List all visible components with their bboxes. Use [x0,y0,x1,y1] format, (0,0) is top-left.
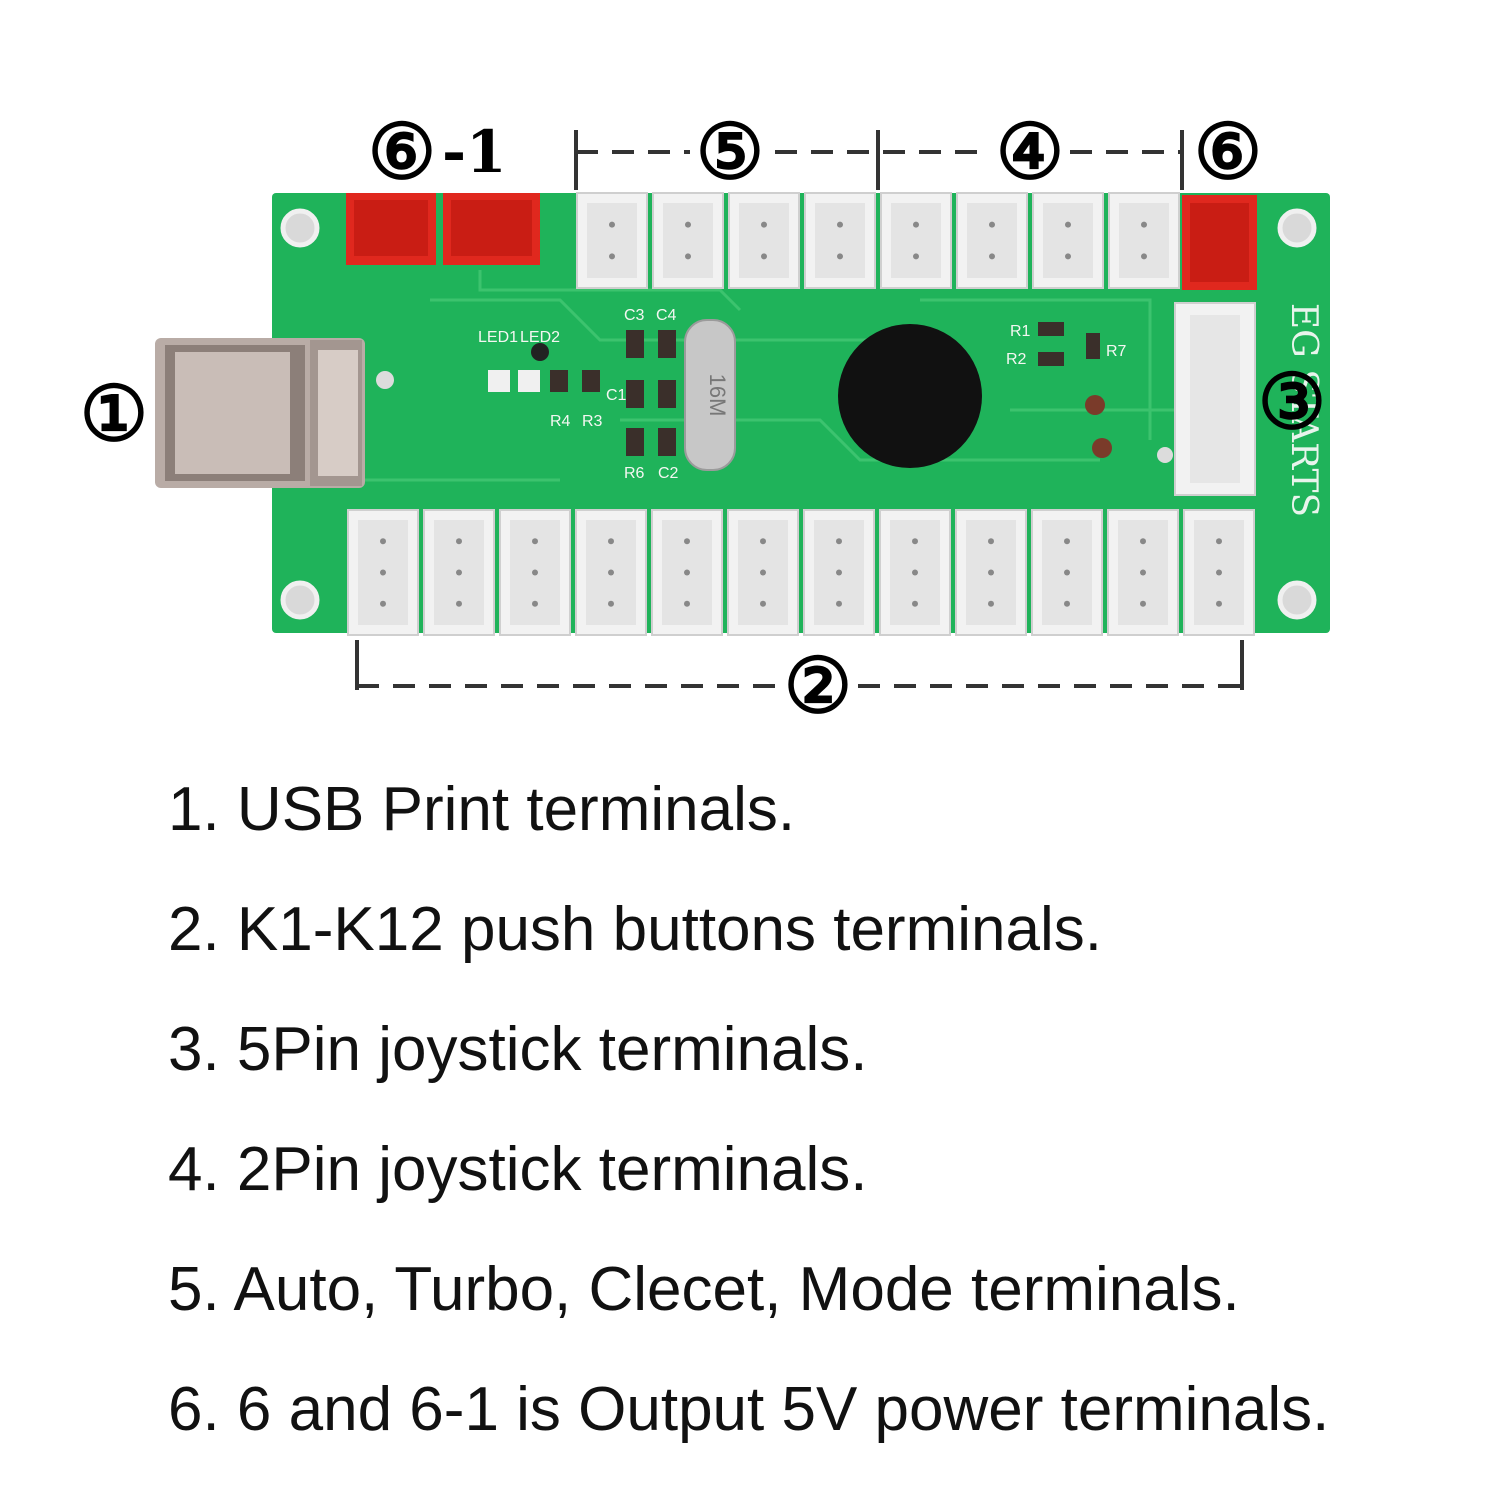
bottom-connector-2 [423,509,495,636]
mounting-holes [280,208,1317,620]
silk-c4: C4 [656,307,677,324]
legend-item-3: 3. 5Pin joystick terminals. [168,1015,868,1084]
callout-5: ⑤ [696,107,764,196]
silk-r6: R6 [624,465,645,482]
top-connector-8 [1108,192,1180,289]
top-connector-2 [652,192,724,289]
bracket-2 [355,640,1244,690]
silk-led2: LED2 [520,329,560,346]
silk-led1: LED1 [478,329,518,346]
crystal-oscillator: 16M [684,319,736,471]
legend-item-4: 4. 2Pin joystick terminals. [168,1135,868,1204]
bottom-connector-7 [803,509,875,636]
legend-item-6: 6. 6 and 6-1 is Output 5V power terminal… [168,1375,1330,1444]
bottom-connector-9 [955,509,1027,636]
bottom-connector-8 [879,509,951,636]
bottom-connector-3 [499,509,571,636]
silk-c1: C1 [606,387,627,404]
callout-1: ① [80,369,148,458]
silk-c3: C3 [624,307,645,324]
chip-blob [838,324,982,468]
top-connector-7 [1032,192,1104,289]
top-connector-6 [956,192,1028,289]
bracket-5-4 [574,130,1184,190]
callout-2: ② [784,641,852,730]
bottom-connector-5 [651,509,723,636]
bottom-connector-1 [347,509,419,636]
red-connector-6 [1182,195,1257,290]
silk-r1: R1 [1010,323,1031,340]
bottom-connector-11 [1107,509,1179,636]
bottom-connector-4 [575,509,647,636]
silk-r3: R3 [582,413,603,430]
smd-components [488,322,1112,458]
bottom-connector-6 [727,509,799,636]
legend-item-2: 2. K1-K12 push buttons terminals. [168,895,1102,964]
bottom-connector-12 [1183,509,1255,636]
top-connector-5 [880,192,952,289]
silk-r7: R7 [1106,343,1127,360]
callout-6-1-suffix: -1 [442,118,506,186]
callout-6: ⑥ [1194,107,1262,196]
crystal-label: 16M [705,374,730,417]
top-connector-1 [576,192,648,289]
callout-4: ④ [996,107,1064,196]
callout-3: ③ [1258,357,1326,446]
legend-list: 1. USB Print terminals. 2. K1-K12 push b… [168,760,1329,1480]
controller-board-diagram: 16M LED1 LED2 R4 R3 C3 C4 C1 R6 C2 R1 R2… [80,107,1330,730]
silk-brand: EG STARTS [1283,303,1324,517]
silk-c2: C2 [658,465,679,482]
bottom-connector-10 [1031,509,1103,636]
legend-item-5: 5. Auto, Turbo, Clecet, Mode terminals. [168,1255,1240,1324]
usb-b-port [155,338,365,488]
legend-item-1: 1. USB Print terminals. [168,775,796,844]
top-white-connectors [576,192,1180,289]
top-connector-4 [804,192,876,289]
silk-r4: R4 [550,413,571,430]
top-connector-3 [728,192,800,289]
joystick-5pin-connector [1174,302,1256,496]
silk-r2: R2 [1006,351,1027,368]
bottom-white-connectors [347,509,1255,636]
callout-6-1-circle: ⑥ [368,107,436,196]
red-connectors-6-1 [346,193,540,265]
